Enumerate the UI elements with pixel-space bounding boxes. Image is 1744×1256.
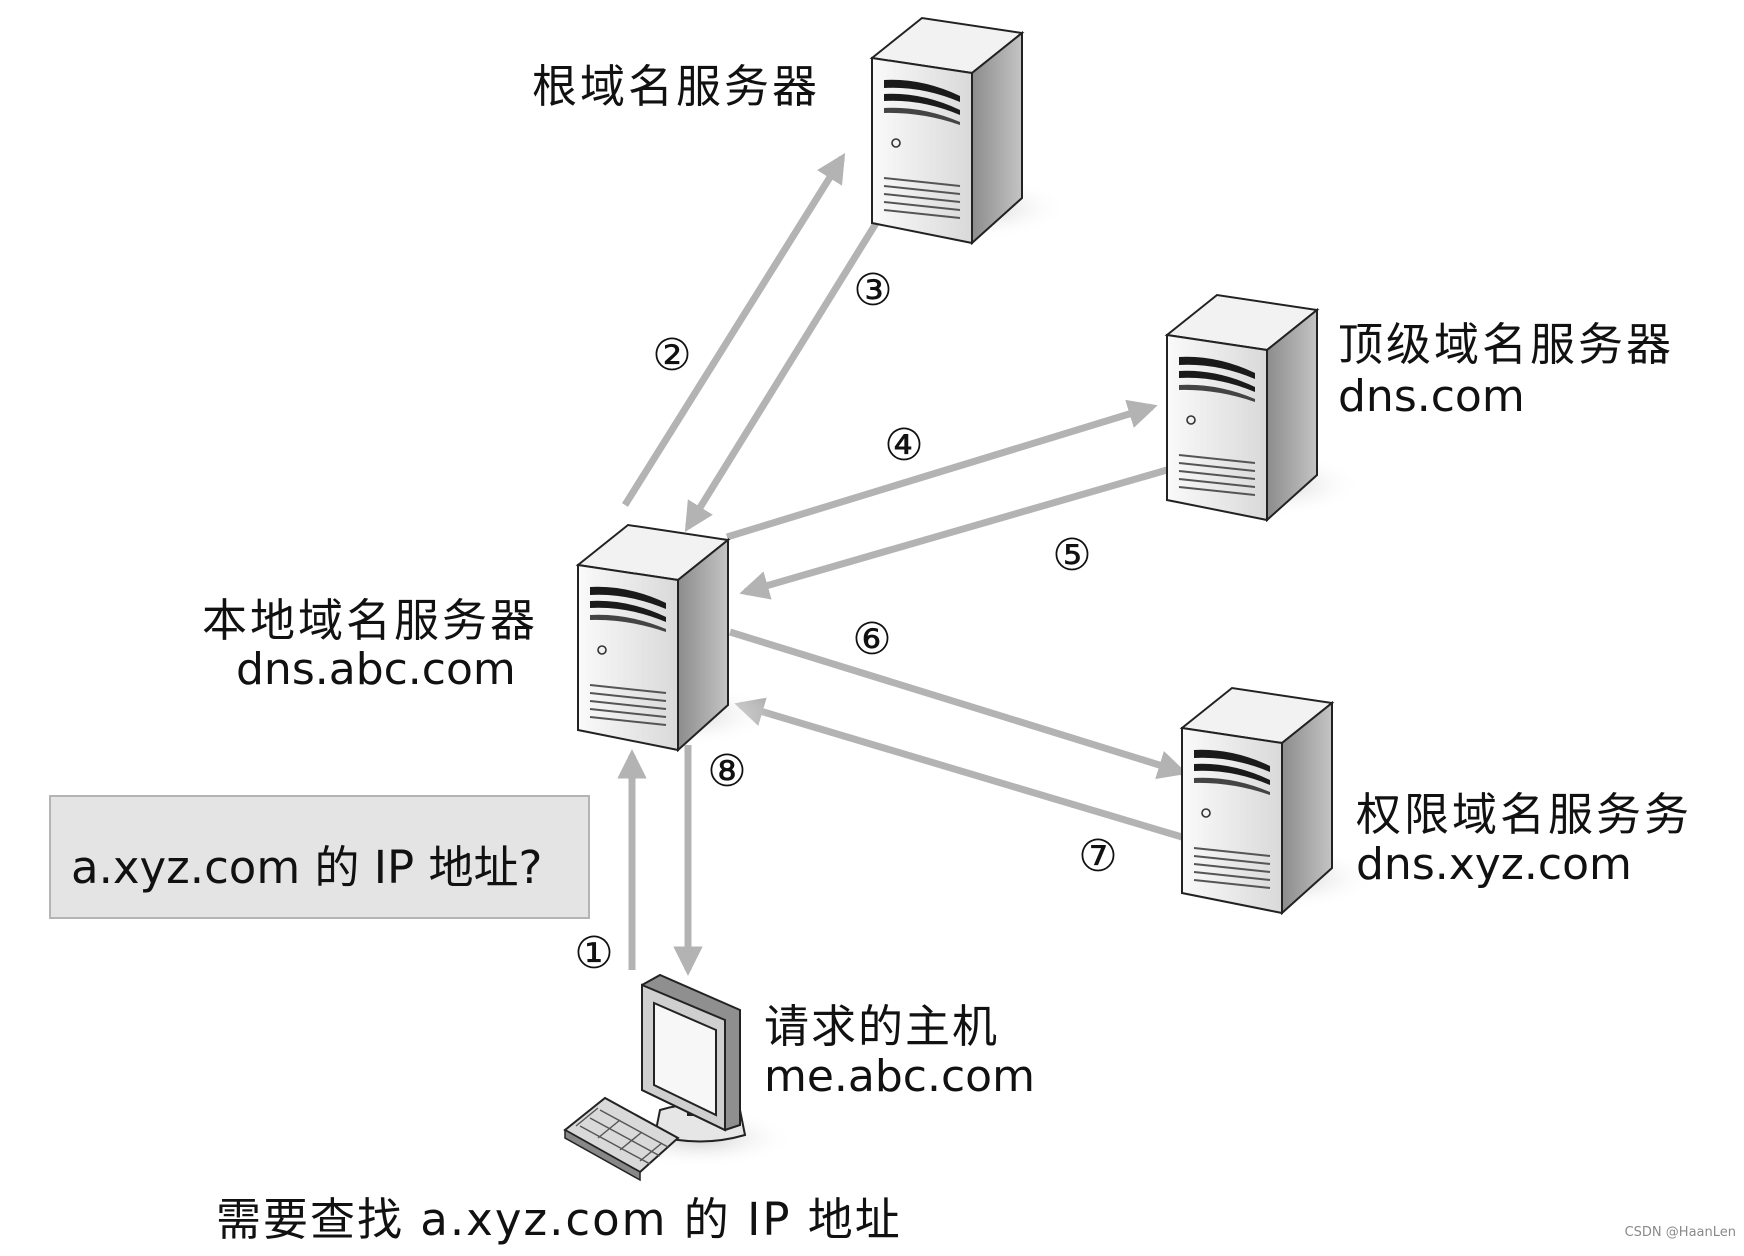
arrow-step-6	[728, 628, 1188, 780]
watermark: CSDN @HaanLen	[1624, 1225, 1736, 1240]
local-server-label: 本地域名服务器	[202, 594, 539, 647]
step-6-label: ⑥	[852, 614, 891, 665]
arrows	[617, 153, 1188, 976]
arrow-step-2	[622, 153, 846, 507]
tld-server-host: dns.com	[1338, 371, 1525, 422]
step-7-label: ⑦	[1078, 831, 1117, 882]
step-4-label: ④	[884, 420, 923, 471]
arrow-step-7	[734, 697, 1184, 841]
step-1-label: ①	[574, 928, 613, 979]
step-3-label: ③	[853, 265, 892, 316]
step-5-label: ⑤	[1052, 530, 1091, 581]
root-server-label: 根域名服务器	[532, 60, 821, 113]
computer-icon	[563, 973, 795, 1182]
root-server-icon	[871, 17, 1068, 244]
query-box: a.xyz.com 的 IP 地址?	[49, 795, 590, 919]
tld-server-icon	[1166, 294, 1363, 521]
local-server-host: dns.abc.com	[236, 644, 516, 695]
arrow-step-5	[739, 466, 1168, 600]
auth-server-host: dns.xyz.com	[1356, 839, 1632, 890]
query-text: a.xyz.com 的 IP 地址?	[71, 841, 543, 894]
step-8-label: ⑧	[707, 746, 746, 797]
client-label: 请求的主机	[764, 1000, 1000, 1053]
client-host: me.abc.com	[764, 1051, 1035, 1102]
arrow-step-3	[684, 218, 881, 532]
step-2-label: ②	[652, 330, 691, 381]
auth-server-icon	[1181, 687, 1378, 914]
tld-server-label: 顶级域名服务器	[1338, 318, 1675, 371]
arrow-step-4	[725, 399, 1158, 541]
caption: 需要查找 a.xyz.com 的 IP 地址	[216, 1193, 902, 1246]
auth-server-label: 权限域名服务务	[1356, 788, 1693, 841]
